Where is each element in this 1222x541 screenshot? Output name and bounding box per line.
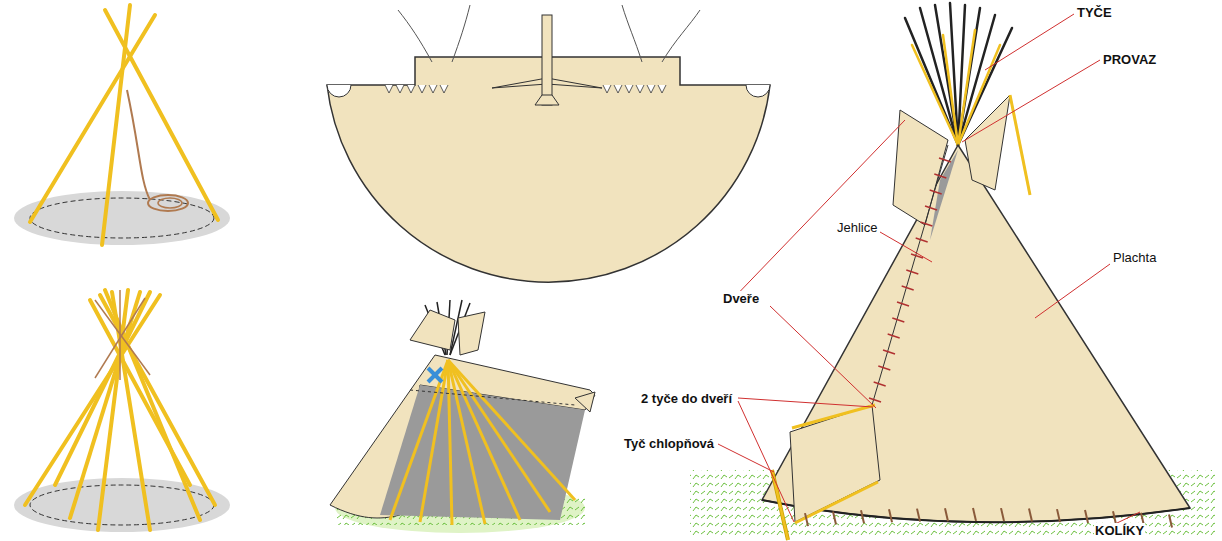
peg (1057, 509, 1060, 522)
part-label: 2 tyče do dveří (640, 391, 733, 406)
lacing-pin (874, 382, 886, 386)
peg (1001, 508, 1004, 521)
lacing-pin (892, 318, 904, 322)
part-label: TYČE (1076, 5, 1113, 20)
lacing-pin (939, 158, 951, 162)
part-label: Tyč chlopňová (623, 436, 715, 451)
partial-teepee (330, 300, 595, 533)
peg (833, 512, 836, 525)
lacing-pin (878, 366, 890, 370)
part-label: Plachta (1112, 250, 1157, 265)
lacing-pin (920, 222, 932, 226)
part-label: Jehlice (836, 220, 878, 235)
peg (945, 508, 948, 521)
pole-frame (14, 290, 230, 532)
peg (1029, 508, 1032, 521)
lacing-pin (888, 334, 900, 338)
lacing-pin (869, 398, 881, 402)
part-label: PROVAZ (1102, 52, 1157, 67)
lacing-pin (883, 350, 895, 354)
lacing-pin (925, 206, 937, 210)
lacing-pin (902, 286, 914, 290)
lacing-pin (934, 174, 946, 178)
full-teepee (690, 3, 1215, 540)
lacing-pin (930, 190, 942, 194)
peg (805, 513, 808, 526)
peg (1169, 515, 1172, 528)
peg (889, 509, 892, 522)
part-label: KOLÍKY (1094, 523, 1145, 538)
part-label: Dveře (722, 291, 760, 306)
teepee-cover (327, 5, 770, 282)
lacing-pin (897, 302, 909, 306)
tripod-frame (14, 5, 230, 245)
peg (973, 508, 976, 521)
peg (1085, 510, 1088, 523)
peg (861, 510, 864, 523)
peg (917, 509, 920, 522)
lacing-pin (906, 270, 918, 274)
lacing-pin (916, 238, 928, 242)
leader-lines (718, 14, 1140, 523)
